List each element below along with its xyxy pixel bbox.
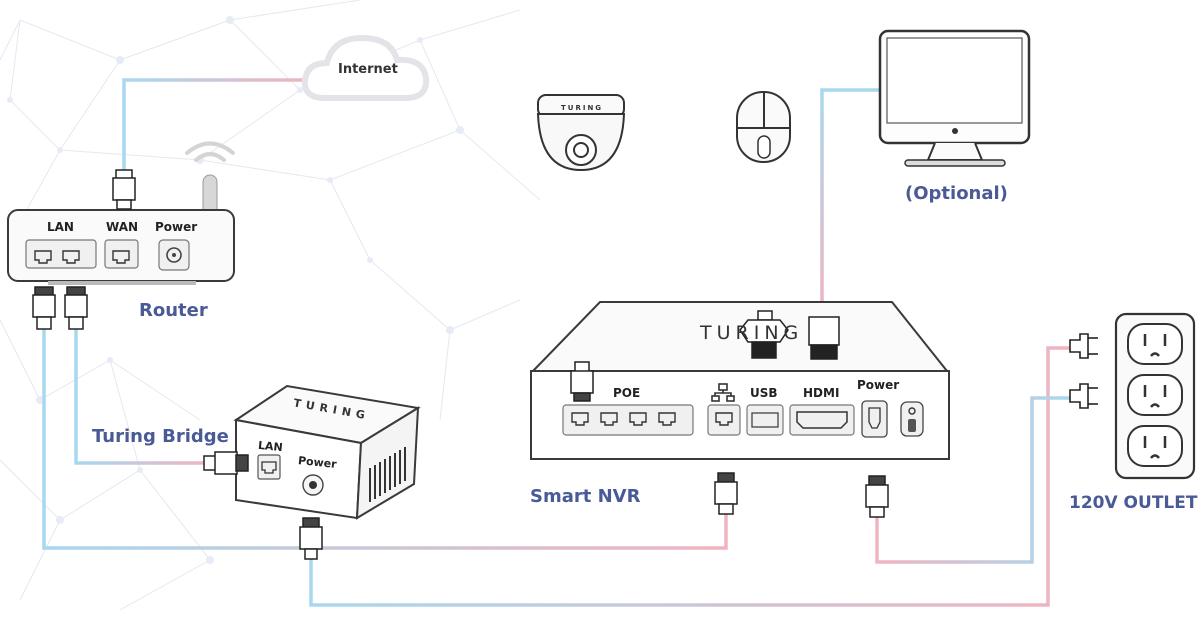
nvr-hdmi-label: HDMI	[803, 386, 840, 400]
hdmi-plug-icon	[808, 316, 840, 360]
turing-bridge-title: Turing Bridge	[92, 426, 229, 447]
cable-nvr-power-to-outlet	[875, 396, 1072, 564]
cable-internet-to-router	[122, 78, 307, 172]
bridge-lan-label: LAN	[257, 438, 284, 455]
nvr-poe-label: POE	[613, 386, 641, 400]
optional-label: (Optional)	[905, 183, 1008, 204]
network-icon	[711, 383, 735, 402]
camera-brand-logo: TURING	[561, 104, 604, 112]
cable-router-lan2-to-bridge	[74, 328, 214, 465]
router-power-label: Power	[155, 220, 198, 234]
outlet-icon	[1069, 312, 1196, 480]
ethernet-plug-icon	[570, 361, 594, 402]
turing-bridge-device	[203, 384, 421, 560]
outlet-title: 120V OUTLET	[1069, 493, 1198, 513]
cable-router-lan1-to-nvr	[42, 328, 728, 550]
nvr-usb-label: USB	[750, 386, 778, 400]
internet-cloud-icon	[301, 34, 430, 101]
nvr-brand-logo: TURING	[700, 322, 804, 344]
wifi-icon	[185, 141, 235, 162]
camera-icon	[536, 94, 626, 172]
ethernet-plug-icon	[112, 169, 136, 210]
monitor-icon	[878, 29, 1031, 167]
usb-plug-icon	[739, 310, 789, 359]
nvr-bottom-plugs	[714, 472, 889, 518]
smart-nvr-title: Smart NVR	[530, 486, 641, 507]
router-title: Router	[139, 300, 208, 321]
power-plug-icon	[299, 517, 323, 560]
smart-nvr-device	[530, 301, 950, 460]
router-wan-label: WAN	[106, 220, 139, 234]
cable-bridge-power-to-outlet	[309, 346, 1072, 607]
router-device	[7, 141, 235, 285]
mouse-icon	[736, 91, 791, 163]
power-plug-icon	[1069, 333, 1098, 409]
nvr-power-label: Power	[857, 378, 900, 392]
router-lan-label: LAN	[47, 220, 74, 234]
ethernet-plug-icon	[203, 451, 249, 475]
cables	[42, 78, 1072, 607]
router-lan-plugs	[32, 286, 88, 330]
cable-monitor-to-nvr	[820, 88, 882, 320]
internet-label: Internet	[338, 62, 398, 77]
